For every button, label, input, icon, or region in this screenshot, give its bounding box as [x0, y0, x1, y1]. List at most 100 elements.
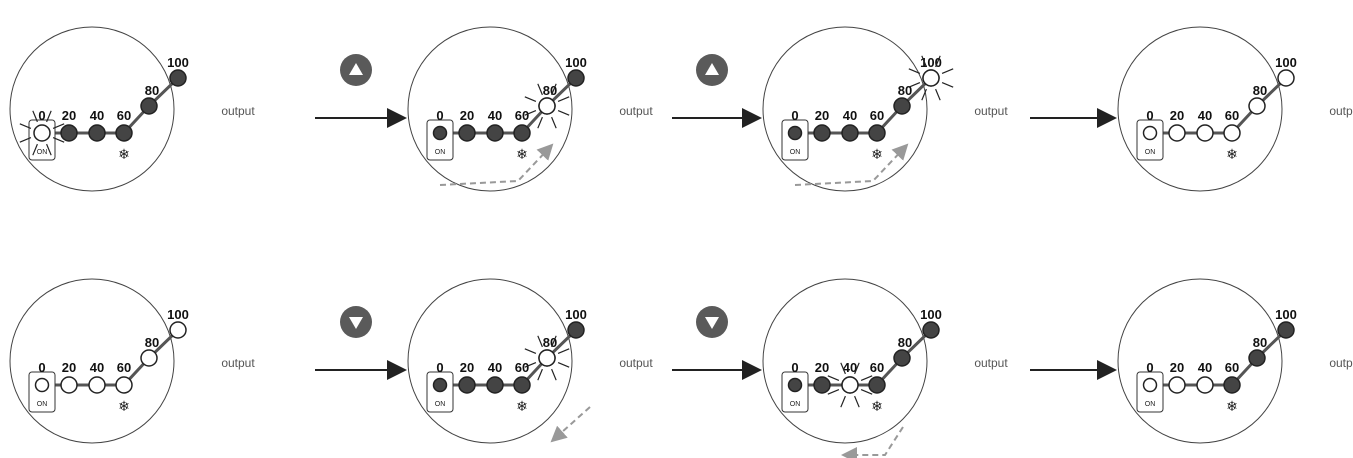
snowflake-icon: ❄ — [516, 147, 528, 163]
burst-ray — [19, 123, 32, 129]
level-label-60: 60 — [1225, 360, 1239, 375]
level-label-20: 20 — [460, 360, 474, 375]
level-node-20 — [1168, 124, 1186, 142]
level-node-80 — [893, 97, 911, 115]
up-triangle-icon — [705, 63, 719, 75]
transition-down-button — [315, 306, 407, 380]
transition-down-button — [672, 306, 762, 380]
up-button[interactable] — [696, 54, 728, 86]
level-label-40: 40 — [843, 360, 857, 375]
level-node-80 — [1248, 97, 1266, 115]
level-node-100 — [169, 69, 187, 87]
burst-ray — [537, 83, 543, 96]
burst-ray — [935, 55, 941, 68]
level-label-100: 100 — [1275, 55, 1297, 70]
level-label-60: 60 — [1225, 108, 1239, 123]
level-label-0: 0 — [791, 108, 798, 123]
level-node-40 — [88, 124, 106, 142]
level-label-60: 60 — [870, 360, 884, 375]
burst-ray — [557, 110, 570, 116]
level-node-20 — [60, 376, 78, 394]
output-label: output — [619, 356, 653, 370]
output-label: output — [974, 104, 1008, 118]
burst-ray — [557, 362, 570, 368]
level-node-80 — [1248, 349, 1266, 367]
burst-ray — [52, 123, 65, 129]
level-node-40 — [88, 376, 106, 394]
level-label-0: 0 — [436, 108, 443, 123]
level-node-0 — [34, 377, 50, 393]
on-label: ON — [790, 401, 801, 408]
down-button[interactable] — [696, 306, 728, 338]
range-circle — [407, 278, 573, 444]
level-label-60: 60 — [117, 108, 131, 123]
level-node-60 — [513, 124, 531, 142]
level-node-80 — [893, 349, 911, 367]
level-label-80: 80 — [543, 335, 557, 350]
level-label-20: 20 — [460, 108, 474, 123]
level-node-20 — [813, 376, 831, 394]
level-label-60: 60 — [515, 360, 529, 375]
level-label-40: 40 — [488, 360, 502, 375]
level-label-40: 40 — [1198, 108, 1212, 123]
burst-ray — [524, 362, 537, 368]
highlight-burst — [524, 335, 570, 381]
burst-ray — [827, 389, 840, 395]
level-node-60 — [115, 376, 133, 394]
dashed-arrow-up — [439, 143, 554, 186]
burst-ray — [557, 348, 570, 354]
highlight-node — [538, 97, 556, 115]
level-label-100: 100 — [920, 307, 942, 322]
level-node-80 — [140, 349, 158, 367]
level-node-0 — [1142, 377, 1158, 393]
level-label-40: 40 — [843, 108, 857, 123]
dashed-arrow-down-left — [841, 426, 904, 458]
burst-ray — [32, 143, 38, 156]
highlight-burst — [19, 110, 65, 156]
snowflake-icon: ❄ — [1226, 399, 1238, 415]
level-node-60 — [1223, 376, 1241, 394]
level-node-60 — [115, 124, 133, 142]
down-button[interactable] — [340, 306, 372, 338]
level-node-40 — [1196, 376, 1214, 394]
level-node-0 — [787, 125, 803, 141]
level-label-20: 20 — [1170, 108, 1184, 123]
level-label-40: 40 — [90, 360, 104, 375]
burst-ray — [551, 116, 557, 129]
level-node-60 — [868, 124, 886, 142]
range-circle — [1117, 26, 1283, 192]
burst-ray — [52, 137, 65, 143]
transition-up-button — [315, 54, 407, 128]
output-label: output — [221, 356, 255, 370]
range-circle — [9, 26, 175, 192]
on-label: ON — [1145, 401, 1156, 408]
snowflake-icon: ❄ — [516, 399, 528, 415]
burst-ray — [557, 96, 570, 102]
level-label-100: 100 — [167, 307, 189, 322]
level-label-80: 80 — [145, 83, 159, 98]
burst-ray — [840, 395, 846, 408]
output-label: output — [1329, 104, 1353, 118]
level-label-80: 80 — [1253, 83, 1267, 98]
snowflake-icon: ❄ — [871, 399, 883, 415]
level-label-40: 40 — [1198, 360, 1212, 375]
level-label-60: 60 — [870, 108, 884, 123]
burst-ray — [860, 389, 873, 395]
up-button[interactable] — [340, 54, 372, 86]
level-label-100: 100 — [167, 55, 189, 70]
burst-ray — [941, 68, 954, 74]
burst-ray — [941, 82, 954, 88]
on-label: ON — [1145, 149, 1156, 156]
level-label-80: 80 — [145, 335, 159, 350]
down-triangle-icon — [349, 317, 363, 329]
burst-ray — [537, 368, 543, 381]
burst-ray — [827, 375, 840, 381]
burst-ray — [921, 88, 927, 101]
range-circle — [762, 278, 928, 444]
level-node-20 — [1168, 376, 1186, 394]
level-label-100: 100 — [1275, 307, 1297, 322]
